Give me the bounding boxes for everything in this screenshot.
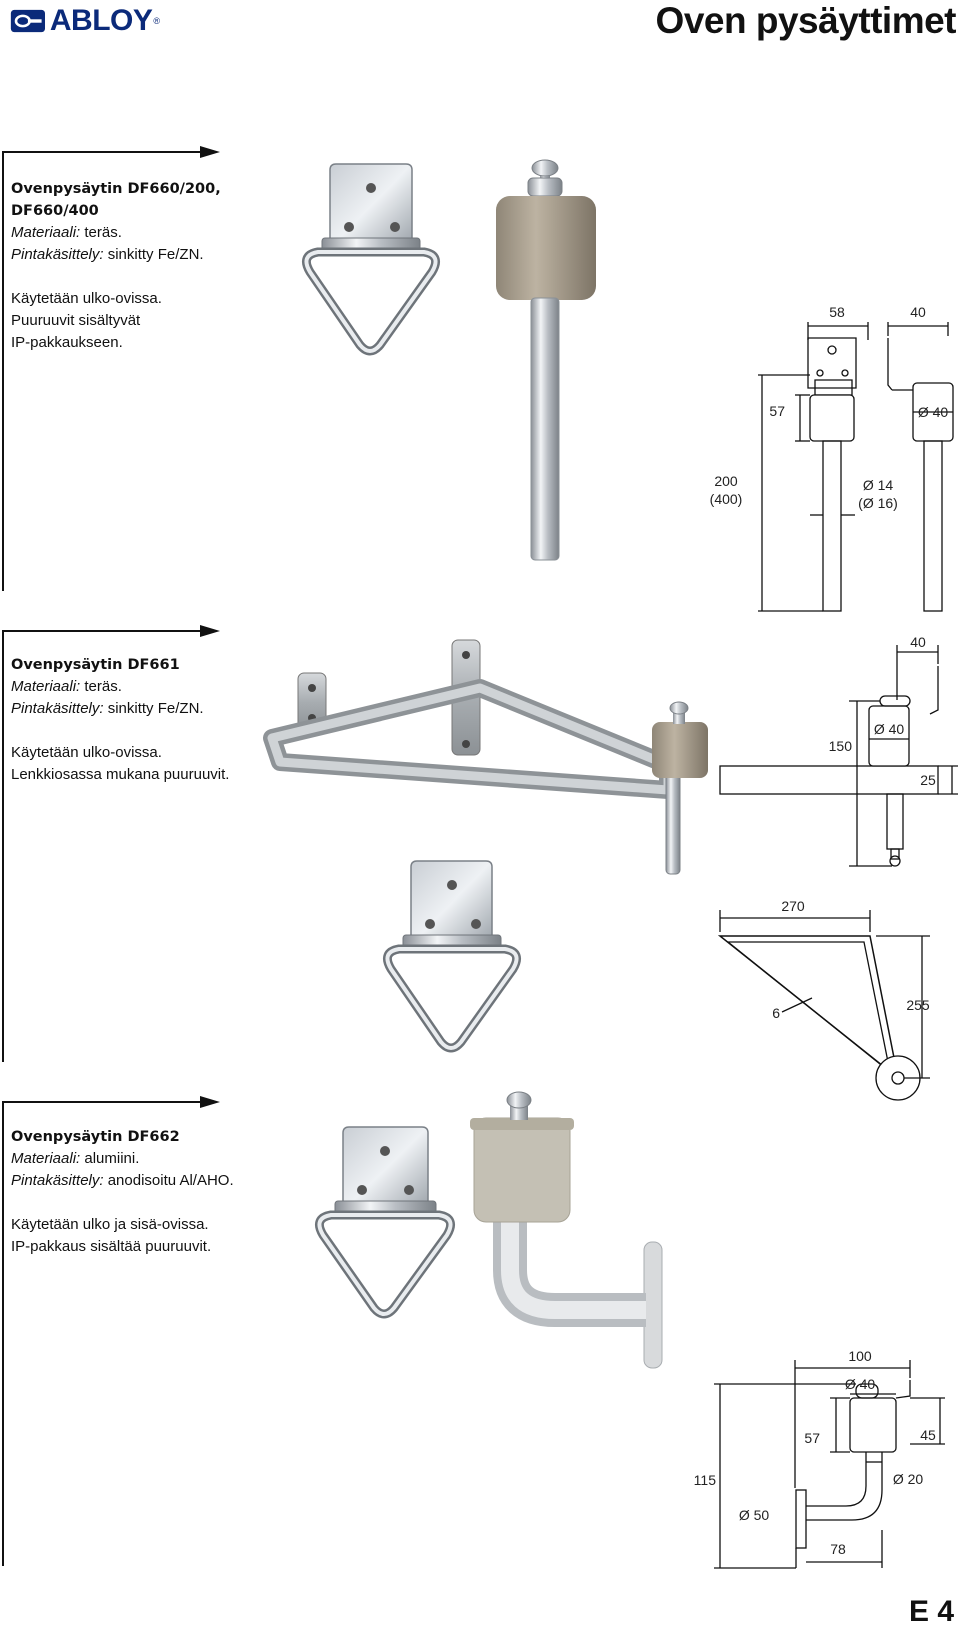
product-text-df662: Ovenpysäytin DF662 Materiaali: alumiini.… xyxy=(11,1126,291,1258)
section-rule xyxy=(2,1101,200,1103)
dim-label: 40 xyxy=(910,304,926,320)
finish-line: Pintakäsittely: sinkitty Fe/ZN. xyxy=(11,246,204,263)
description-line: Käytetään ulko-ovissa. xyxy=(11,290,162,307)
wall-bracket-stopper-photo xyxy=(263,639,708,875)
product-name: Ovenpysäytin DF660/200, DF660/400 xyxy=(11,181,221,219)
page-title: Oven pysäyttimet xyxy=(655,0,957,41)
dim-label: 6 xyxy=(772,1005,780,1021)
dim-label: 115 xyxy=(694,1472,717,1488)
section-rule-vertical xyxy=(2,151,4,591)
section-rule xyxy=(2,151,200,153)
aluminium-stopper-photo xyxy=(470,1091,663,1369)
df660-dimension-drawing xyxy=(758,322,954,612)
description-line: IP-pakkaus sisältää puuruuvit. xyxy=(11,1238,212,1255)
dim-label: 100 xyxy=(848,1348,872,1364)
page-number: E 4 xyxy=(908,1595,954,1628)
df661-dimension-drawing-side xyxy=(719,645,958,867)
product-text-df661: Ovenpysäytin DF661 Materiaali: teräs. Pi… xyxy=(11,654,291,786)
df662-dimension-drawing xyxy=(714,1360,945,1569)
dim-label: 40 xyxy=(910,634,926,650)
section-rule xyxy=(2,630,200,632)
finish-line: Pintakäsittely: sinkitty Fe/ZN. xyxy=(11,700,204,717)
arrow-icon xyxy=(200,146,220,158)
section-rule-vertical xyxy=(2,630,4,1062)
abloy-logo: ABLOY® xyxy=(10,4,160,38)
dim-label: (400) xyxy=(710,491,743,507)
finish-line: Pintakäsittely: anodisoitu Al/AHO. xyxy=(11,1172,234,1189)
dim-label: Ø 40 xyxy=(845,1376,876,1392)
description-line: Käytetään ulko-ovissa. xyxy=(11,744,162,761)
dim-label: 57 xyxy=(804,1430,820,1446)
brand-registered-mark: ® xyxy=(153,16,160,26)
dim-label: 255 xyxy=(906,997,930,1013)
product-name: Ovenpysäytin DF662 xyxy=(11,1129,180,1145)
description-line: IP-pakkaukseen. xyxy=(11,334,123,351)
description-line: Käytetään ulko ja sisä-ovissa. xyxy=(11,1216,209,1233)
triangle-catch-photo xyxy=(314,1126,456,1319)
dim-label: Ø 50 xyxy=(739,1507,770,1523)
dim-label: 150 xyxy=(829,738,853,754)
dim-label: 78 xyxy=(830,1541,846,1557)
description-line: Lenkkiosassa mukana puuruuvit. xyxy=(11,766,230,783)
dim-label: 200 xyxy=(714,473,738,489)
triangle-catch-photo xyxy=(382,860,522,1053)
df661-dimension-drawing-top xyxy=(717,910,930,1101)
arrow-icon xyxy=(200,625,220,637)
dim-label: Ø 14 xyxy=(863,477,894,493)
dim-label: Ø 20 xyxy=(893,1471,924,1487)
dim-label: 57 xyxy=(769,403,785,419)
dim-label: Ø 40 xyxy=(874,721,905,737)
dim-label: 45 xyxy=(920,1427,936,1443)
pin-stopper-photo xyxy=(496,159,596,561)
material-line: Materiaali: alumiini. xyxy=(11,1150,140,1167)
dim-label: 25 xyxy=(920,772,936,788)
dim-label: 58 xyxy=(829,304,845,320)
material-line: Materiaali: teräs. xyxy=(11,678,122,695)
triangle-catch-photo xyxy=(301,163,441,356)
product-name: Ovenpysäytin DF661 xyxy=(11,657,180,673)
dim-label: (Ø 16) xyxy=(858,495,898,511)
dim-label: Ø 40 xyxy=(918,404,949,420)
abloy-key-icon xyxy=(10,9,46,33)
section-rule-vertical xyxy=(2,1101,4,1566)
description-line: Puuruuvit sisältyvät xyxy=(11,312,141,329)
material-line: Materiaali: teräs. xyxy=(11,224,122,241)
brand-name: ABLOY xyxy=(49,4,153,37)
product-text-df660: Ovenpysäytin DF660/200, DF660/400 Materi… xyxy=(11,178,291,354)
dim-label: 270 xyxy=(781,898,805,914)
arrow-icon xyxy=(200,1096,220,1108)
